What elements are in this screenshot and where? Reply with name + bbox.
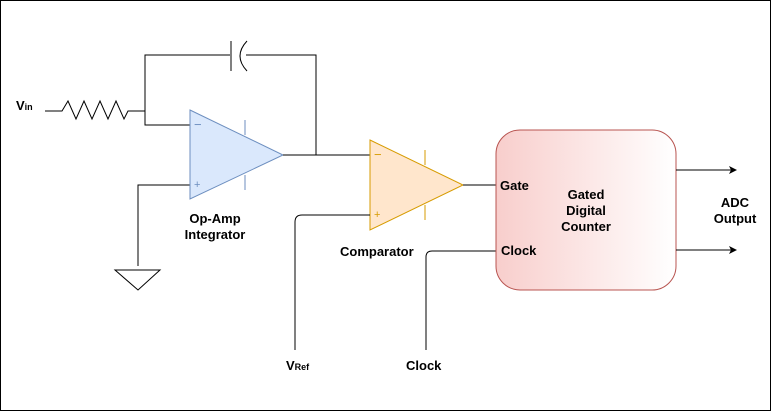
gate-pin-label: Gate: [500, 178, 529, 193]
adc-output-label-line1: ADC: [720, 195, 750, 210]
counter-label-line2: Digital: [566, 203, 606, 218]
adc-output-label: ADC Output: [703, 195, 767, 227]
counter-label-line1: Gated: [567, 187, 605, 202]
vin-sub: in: [24, 102, 33, 112]
counter-label: Gated Digital Counter: [546, 187, 626, 235]
comparator-label: Comparator: [340, 244, 414, 259]
adc-output-label-line2: Output: [713, 211, 757, 226]
counter-label-line3: Counter: [561, 219, 611, 234]
vin-main: V: [16, 98, 25, 113]
feedback-wire: [144, 54, 317, 155]
capacitor: [230, 40, 248, 72]
vref-main: V: [286, 358, 295, 373]
gated-digital-counter: [495, 129, 677, 291]
resistor: [45, 99, 145, 121]
op-amp-integrator: [189, 109, 285, 200]
output-arrows: [676, 166, 737, 254]
clock-wire: [425, 250, 496, 350]
integrator-label-line1: Op-Amp: [189, 211, 241, 226]
comparator: [369, 139, 465, 231]
vref-label: VRef: [286, 358, 309, 375]
vref-wire: [294, 214, 370, 350]
clock-pin-label: Clock: [501, 243, 537, 258]
ground-icon: [113, 269, 162, 291]
integrator-label: Op-Amp Integrator: [175, 211, 255, 243]
comparator-plus: +: [374, 209, 381, 221]
integrator-minus: −: [194, 117, 202, 132]
integrator-label-line2: Integrator: [184, 227, 246, 242]
ground-wire: [137, 184, 190, 266]
clock-input-label: Clock: [406, 358, 442, 373]
comparator-minus: −: [374, 147, 382, 162]
vref-sub: Ref: [294, 362, 310, 372]
vin-label: Vin: [16, 98, 33, 115]
integrator-plus: +: [194, 179, 201, 191]
